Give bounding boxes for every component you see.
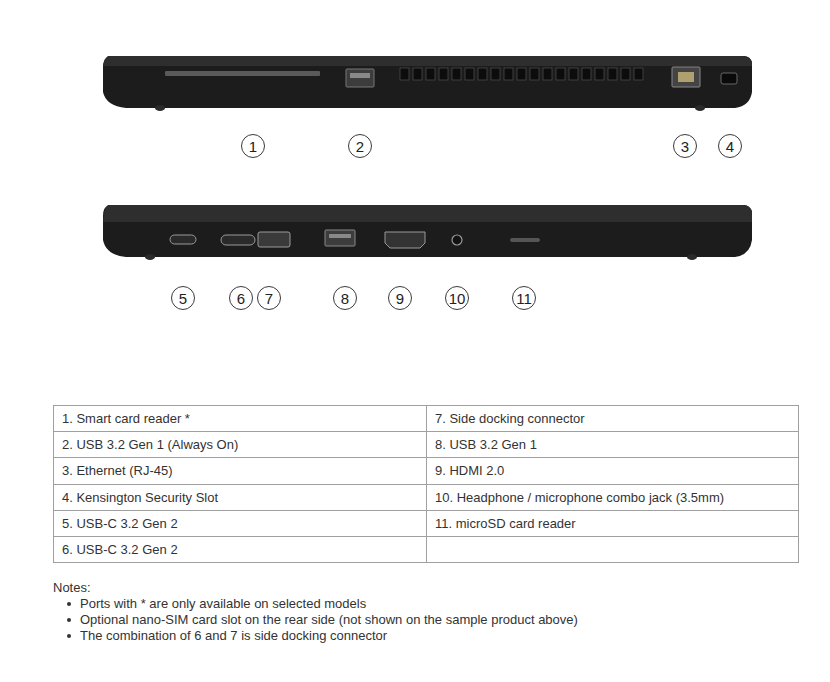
callout-number: 7 (265, 291, 273, 306)
callout-circle: 6 (229, 286, 253, 310)
callout-circle: 5 (171, 286, 195, 310)
note-text: Optional nano-SIM card slot on the rear … (80, 612, 578, 628)
notes-heading: Notes: (53, 580, 91, 596)
callout-number: 9 (396, 291, 404, 306)
usb-port (325, 230, 355, 246)
bullet-dot (67, 618, 71, 622)
callout-circle: 11 (512, 286, 536, 310)
audio-jack (452, 235, 462, 245)
note-text: The combination of 6 and 7 is side docki… (80, 628, 387, 644)
callout-number: 10 (449, 291, 466, 306)
foot (155, 105, 165, 111)
usb-c-port (170, 235, 196, 244)
callout-number: 3 (681, 139, 689, 154)
kensington-slot (721, 73, 737, 84)
table-cell: 9. HDMI 2.0 (435, 463, 504, 479)
foot (145, 254, 155, 260)
vents (400, 68, 643, 80)
callout-number: 2 (356, 139, 364, 154)
note-text: Ports with * are only available on selec… (80, 596, 366, 612)
callout-number: 8 (341, 291, 349, 306)
table-cell: 7. Side docking connector (435, 411, 585, 427)
table-cell: 5. USB-C 3.2 Gen 2 (62, 516, 178, 532)
table-cell: 1. Smart card reader * (62, 411, 190, 427)
table-cell: 10. Headphone / microphone combo jack (3… (435, 490, 724, 506)
callout-circle: 3 (673, 134, 697, 158)
callout-circle: 7 (257, 286, 281, 310)
hdmi-port (385, 232, 425, 248)
callout-number: 5 (179, 291, 187, 306)
callout-number: 4 (726, 139, 734, 154)
table-grid (54, 406, 799, 563)
microsd-slot (510, 238, 540, 242)
table-cell: 4. Kensington Security Slot (62, 490, 218, 506)
usb-tongue (329, 234, 351, 238)
callout-circle: 1 (241, 134, 265, 158)
table-cell: 3. Ethernet (RJ-45) (62, 463, 173, 479)
table-cell: 11. microSD card reader (435, 516, 576, 532)
usb-tongue (350, 73, 370, 78)
docking-connector (258, 232, 290, 247)
callout-number: 1 (249, 139, 257, 154)
callout-number: 6 (237, 291, 245, 306)
callout-circle: 2 (348, 134, 372, 158)
bullet-dot (67, 634, 71, 638)
ethernet-port (672, 67, 700, 87)
foot (695, 105, 705, 111)
table-cell: 2. USB 3.2 Gen 1 (Always On) (62, 437, 238, 453)
usb-c-port (221, 235, 255, 245)
table-cell: 6. USB-C 3.2 Gen 2 (62, 542, 178, 558)
laptop-body (103, 205, 752, 257)
usb-port (346, 69, 374, 87)
smart-card-slot (165, 71, 320, 76)
callout-circle: 8 (333, 286, 357, 310)
lid-edge (103, 205, 752, 222)
lid-edge (103, 56, 752, 66)
callout-number: 11 (516, 291, 532, 306)
callout-circle: 9 (388, 286, 412, 310)
callout-circle: 4 (718, 134, 742, 158)
foot (687, 254, 697, 260)
bullet-dot (67, 602, 71, 606)
ethernet-contacts (678, 72, 694, 82)
callout-circle: 10 (445, 286, 469, 310)
table-cell: 8. USB 3.2 Gen 1 (435, 437, 537, 453)
laptop-body (103, 56, 752, 108)
